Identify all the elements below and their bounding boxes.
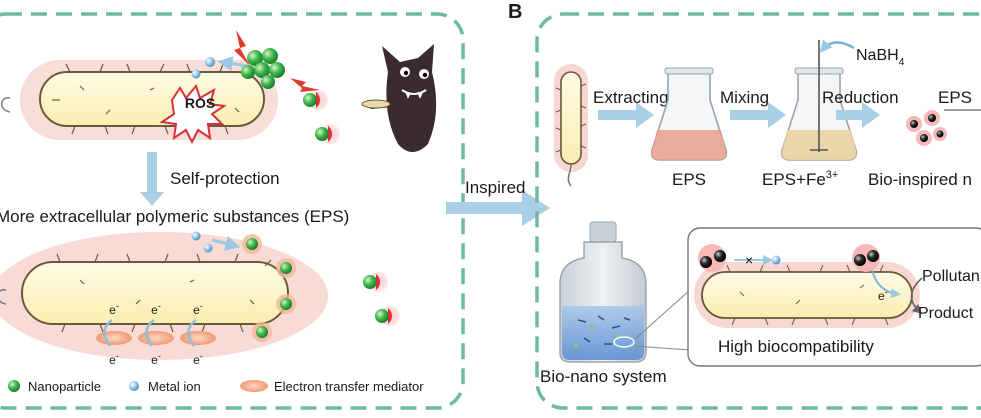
step-reduction-label: Reduction <box>822 88 899 107</box>
zoom-nanoparticles-left <box>698 244 726 272</box>
electron-mediator: e- e- <box>138 301 174 367</box>
metal-ion <box>191 231 201 241</box>
svg-text:e-: e- <box>151 301 161 317</box>
electron-out-arrow <box>871 269 901 299</box>
bio-inspired-label: Bio-inspired n <box>868 170 972 189</box>
bio-nano-bottle <box>559 221 647 363</box>
conversion-arrow <box>910 277 923 314</box>
nanoparticle-cluster <box>241 48 285 89</box>
panel-a-border <box>0 12 465 410</box>
product-label: Product <box>918 305 974 322</box>
captured-nanoparticle <box>242 234 262 254</box>
svg-text:e-: e- <box>193 301 203 317</box>
high-biocompat-label: High biocompatibility <box>718 337 874 356</box>
zoom-bacterium <box>694 262 920 328</box>
bio-inspired-nanoparticles <box>906 110 947 146</box>
bacterium-top <box>1 60 278 140</box>
blocked-mark: × <box>745 252 753 268</box>
inspired-label: Inspired <box>465 178 525 197</box>
nabh4-arrow <box>819 39 855 53</box>
legend-metal-ion-swatch <box>129 381 139 391</box>
panel-b-border <box>535 12 981 410</box>
incoming-particle <box>363 272 388 292</box>
flask-eps-fe <box>780 40 858 161</box>
step-arrow <box>598 102 654 128</box>
metal-ion <box>203 243 213 253</box>
step-arrow <box>836 102 880 128</box>
legend-mediator-label: Electron transfer mediator <box>274 379 424 394</box>
vertical-bacterium <box>554 64 588 187</box>
release-arrow <box>217 56 249 72</box>
bacterium-eps-coated <box>0 232 328 360</box>
zoom-nanoparticles-right <box>852 244 880 272</box>
lightning-icon <box>290 78 320 92</box>
svg-text:e-: e- <box>109 301 119 317</box>
captured-nanoparticle <box>276 258 296 278</box>
bionano-label: Bio-nano system <box>540 367 667 386</box>
step-extracting-label: Extracting <box>593 88 669 107</box>
pollutant-label: Pollutan <box>922 268 980 285</box>
panel-b-letter: B <box>508 1 522 23</box>
lightning-icon <box>234 30 250 66</box>
self-protection-label: Self-protection <box>170 169 280 188</box>
eps-heading: More extracellular polymeric substances … <box>0 207 349 226</box>
electron-label: e- <box>878 287 888 303</box>
svg-text:e-: e- <box>151 351 161 367</box>
metal-ion <box>771 255 781 265</box>
uptake-arrow <box>211 236 241 251</box>
flask-eps <box>650 67 728 161</box>
self-protection-arrowhead <box>140 192 164 206</box>
electron-mediator: e- e- <box>96 301 132 367</box>
nabh4-label: NaBH4 <box>856 47 905 68</box>
svg-text:e-: e- <box>109 351 119 367</box>
legend-nanoparticle-swatch <box>8 380 20 392</box>
legend: Nanoparticle Metal ion Electron transfer… <box>8 379 424 394</box>
incoming-particle <box>303 90 328 110</box>
zoom-line <box>633 289 691 341</box>
incoming-particle <box>375 306 400 326</box>
ros-label: ROS <box>185 95 215 111</box>
legend-nanoparticle-label: Nanoparticle <box>28 379 101 394</box>
captured-nanoparticle <box>252 322 272 342</box>
inspired-connector: Inspired <box>446 178 550 226</box>
monster-character <box>361 44 437 152</box>
flask-eps-fe-label: EPS+Fe3+ <box>762 169 838 189</box>
step-mixing-label: Mixing <box>720 88 769 107</box>
captured-nanoparticle <box>276 294 296 314</box>
electron-mediator: e- e- <box>180 301 216 367</box>
eps-right-label: EPS <box>938 88 972 107</box>
ros-burst: ROS <box>159 83 227 145</box>
svg-text:e-: e- <box>193 351 203 367</box>
zoom-line <box>633 345 691 351</box>
metal-ion <box>191 69 201 79</box>
flask-eps-label: EPS <box>672 170 706 189</box>
legend-metal-ion-label: Metal ion <box>148 379 201 394</box>
step-arrow <box>730 102 786 128</box>
legend-mediator-swatch <box>240 380 268 392</box>
metal-ion <box>205 57 215 67</box>
incoming-particle <box>315 124 340 144</box>
